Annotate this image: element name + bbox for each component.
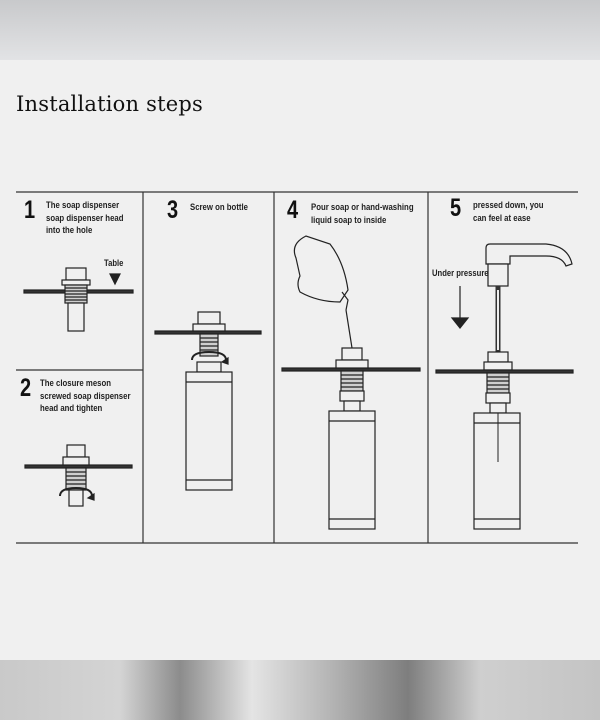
step2-number: 2	[20, 374, 32, 402]
step2-illustration	[24, 444, 133, 507]
step4-soap-bottle	[293, 235, 349, 303]
step5-thread	[486, 372, 510, 394]
step5-pump-head	[485, 243, 573, 267]
step5-cap	[485, 392, 511, 404]
step5-number: 5	[450, 194, 462, 222]
step4-bottle	[328, 410, 376, 530]
step2-flange	[62, 456, 90, 466]
step1-shaft	[67, 302, 85, 332]
step5-pump-neck	[487, 263, 509, 287]
background-bottom-band	[0, 660, 600, 720]
step5-bottle-neck	[489, 402, 507, 414]
step4-cap	[339, 390, 365, 402]
step5-text: pressed down, you can feel at ease	[473, 200, 544, 224]
step4-bottle-neck	[343, 400, 361, 412]
step1-number: 1	[24, 196, 36, 224]
step3-bottle-neck	[196, 361, 222, 373]
step3-illustration	[154, 311, 262, 491]
step3-flange	[192, 323, 226, 332]
page-title: Installation steps	[16, 92, 203, 116]
step4-soap-stream	[345, 309, 353, 349]
step1-text: The soap dispenser soap dispenser head i…	[46, 200, 124, 236]
step2-pump-head	[66, 444, 86, 458]
step4-illustration	[281, 235, 421, 530]
step2-tighten-arrow	[59, 486, 93, 497]
step3-bottle	[185, 371, 233, 491]
step4-number: 4	[287, 196, 299, 224]
step5-pressure-arrowhead	[450, 317, 470, 329]
step2-shaft	[68, 489, 84, 507]
step3-screw-arrow	[191, 350, 227, 361]
step4-thread	[340, 370, 364, 392]
step1-pump-head	[65, 267, 87, 281]
step1-table-label: Table	[104, 258, 124, 268]
step4-flange	[335, 359, 369, 369]
step2-text: The closure meson screwed soap dispenser…	[40, 378, 131, 414]
step5-flange	[483, 361, 513, 371]
step4-text: Pour soap or hand-washing liquid soap to…	[311, 202, 414, 226]
step5-under-pressure-label: Under pressure	[432, 268, 489, 278]
step5-flange-top	[487, 351, 509, 363]
step3-screw-arrowhead	[220, 356, 229, 365]
step1-flange	[61, 279, 91, 286]
grid-lines	[16, 191, 578, 544]
step5-bottle	[473, 412, 521, 530]
step3-pump-head	[197, 311, 221, 325]
step1-table-arrow	[109, 273, 121, 286]
step1-illustration	[23, 267, 134, 332]
step4-pump-head	[341, 347, 363, 361]
step2-thread	[65, 467, 87, 491]
step2-tighten-arrowhead	[86, 492, 95, 501]
background-top-band	[0, 0, 600, 60]
step5-illustration	[435, 243, 574, 530]
step4-bottle-nozzle	[341, 291, 349, 311]
step3-text: Screw on bottle	[190, 202, 249, 213]
step3-number: 3	[167, 196, 179, 224]
